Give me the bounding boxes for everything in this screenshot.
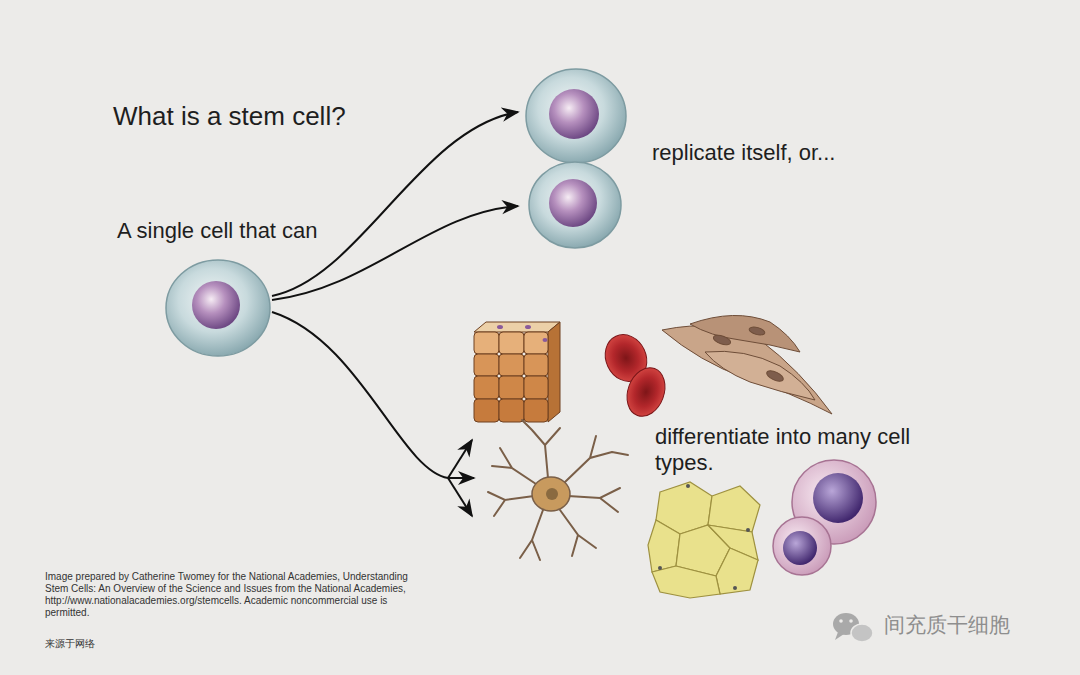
- replicated-cell: [529, 162, 621, 248]
- white-blood-cells: [773, 460, 876, 575]
- muscle-cells: [662, 315, 832, 414]
- red-blood-cells: [598, 328, 672, 422]
- stem-cell: [166, 260, 270, 356]
- fat-cells: [648, 482, 760, 598]
- credit-note: Image prepared by Catherine Twomey for t…: [45, 571, 425, 619]
- replicate-label: replicate itself, or...: [652, 140, 835, 166]
- epithelial-cells: [474, 322, 560, 422]
- replicated-cell: [526, 69, 626, 163]
- watermark: 间充质干细胞: [884, 612, 1010, 637]
- source-note: 来源于网络: [45, 638, 95, 650]
- diagram-title: What is a stem cell?: [113, 101, 346, 132]
- intro-label: A single cell that can: [117, 218, 318, 244]
- neuron: [488, 420, 628, 560]
- differentiate-label: differentiate into many cell types.: [655, 424, 930, 476]
- wechat-icon: [833, 613, 873, 642]
- arrow: [272, 112, 518, 516]
